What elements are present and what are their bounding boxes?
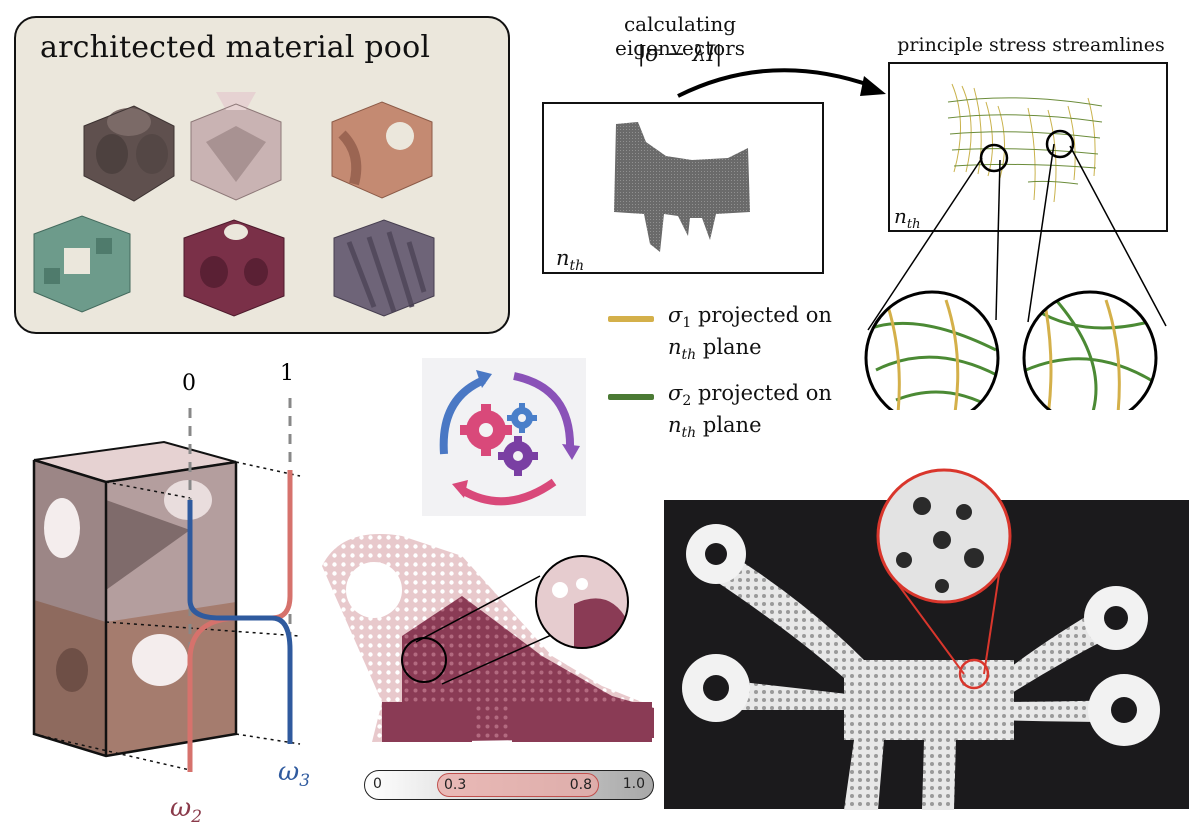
material-cell-1 (83, 105, 175, 202)
zoom-right (1022, 290, 1158, 410)
streamlines-slice-label: nth (894, 204, 921, 232)
slider-high-label: 0.8 (569, 777, 592, 793)
slice-label: nth (556, 246, 585, 275)
gear-purple-icon (498, 436, 538, 476)
legend-swatch-sigma1 (608, 316, 654, 322)
grade-tick-right: 1 (280, 361, 294, 386)
eigen-arrow (677, 68, 886, 98)
gear-blue-icon (507, 403, 537, 433)
density-range-slider[interactable]: 0 0.3 0.8 1.0 (364, 770, 654, 800)
slice-frame (542, 102, 824, 274)
material-pool-cells (33, 92, 435, 317)
material-cell-3 (331, 101, 433, 199)
graded-unit-cell: 0 1 ω2 ω3 (32, 361, 310, 827)
bracket-zoom-small-icon (401, 637, 447, 683)
slider-low-label: 0.3 (444, 777, 467, 793)
slider-selected-range[interactable]: 0.3 0.8 (437, 773, 599, 797)
streamlines-frame (888, 62, 1168, 232)
material-cell-2 (190, 92, 282, 201)
grade-tick-left: 0 (182, 371, 196, 396)
zoom-circle-left-icon (979, 143, 1009, 173)
material-cell-6 (333, 219, 435, 317)
arrow-head-icon (860, 76, 886, 96)
material-cell-5 (183, 219, 285, 317)
photo-zoom-target-icon (958, 658, 990, 690)
photo-zoom-callout (876, 468, 1012, 604)
cycle-gears-icon (439, 370, 580, 506)
legend-swatch-sigma2 (608, 394, 654, 400)
slice-shape (614, 122, 750, 252)
omega3-label: ω3 (278, 757, 310, 791)
eigen-caption: calculating eigenvectors (615, 12, 745, 60)
material-cell-4 (33, 215, 131, 313)
eigen-formula: |σ − λI| (637, 42, 723, 67)
streamlines-title: principle stress streamlines (897, 34, 1165, 56)
streamline-zooms (864, 143, 1167, 410)
omega2-label: ω2 (170, 793, 202, 827)
omega3-curve (187, 500, 293, 744)
printed-part-illustration (682, 468, 1160, 810)
zoom-circle-right-icon (1045, 129, 1075, 159)
slider-min-label: 0 (373, 776, 382, 792)
gear-pink-icon (460, 404, 512, 456)
zoom-left (864, 290, 1000, 410)
material-pool-title: architected material pool (40, 30, 431, 65)
slider-max-label: 1.0 (622, 776, 645, 792)
streamlines-plot (947, 83, 1103, 203)
graded-bracket-render (322, 534, 654, 742)
